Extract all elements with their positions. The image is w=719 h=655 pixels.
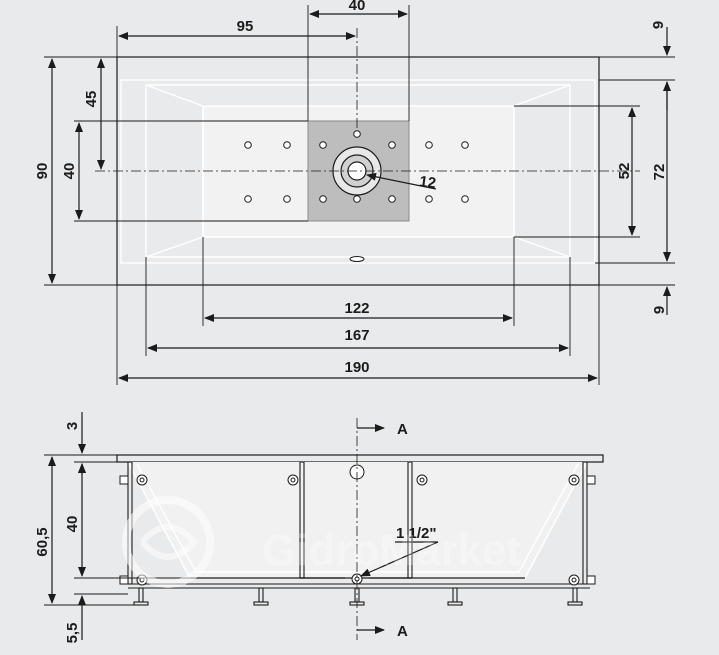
dim-40-side: 40 (64, 516, 81, 533)
leader-pipe (360, 541, 439, 577)
dim-72: 72 (651, 164, 668, 181)
watermark: GidroMarket (122, 496, 522, 588)
dim-9-top: 9 (650, 21, 667, 29)
overflow-hole (349, 256, 365, 262)
jet-nozzles (244, 130, 469, 203)
leader-12 (366, 172, 437, 190)
dim-40-left: 40 (61, 163, 78, 180)
dim-12: 12 (418, 173, 437, 192)
dim-pipe-size: 1 1/2" (396, 525, 436, 542)
side-view: A A 3 60,5 40 5,5 1 1/2" (34, 412, 604, 644)
side-fittings (119, 464, 596, 586)
support-legs (133, 587, 583, 606)
dim-45: 45 (83, 91, 100, 108)
dim-5-5: 5,5 (64, 623, 81, 644)
dim-167: 167 (344, 327, 369, 344)
section-label-top: A (397, 421, 408, 438)
top-view: 95 40 9 45 40 90 52 72 9 12 122 167 190 (34, 0, 675, 385)
dim-60-5: 60,5 (34, 527, 51, 556)
dim-95: 95 (237, 18, 254, 35)
dim-90: 90 (34, 163, 51, 180)
dim-40-top: 40 (349, 0, 366, 14)
dim-9-bottom: 9 (651, 306, 668, 314)
dim-52: 52 (616, 163, 633, 180)
dim-122: 122 (344, 300, 369, 317)
watermark-text: GidroMarket (262, 526, 522, 575)
dim-190: 190 (344, 359, 369, 376)
dim-3: 3 (64, 422, 81, 430)
tub-rim (116, 454, 604, 463)
tub-rim-line (120, 79, 596, 264)
section-label-bottom: A (397, 623, 408, 640)
